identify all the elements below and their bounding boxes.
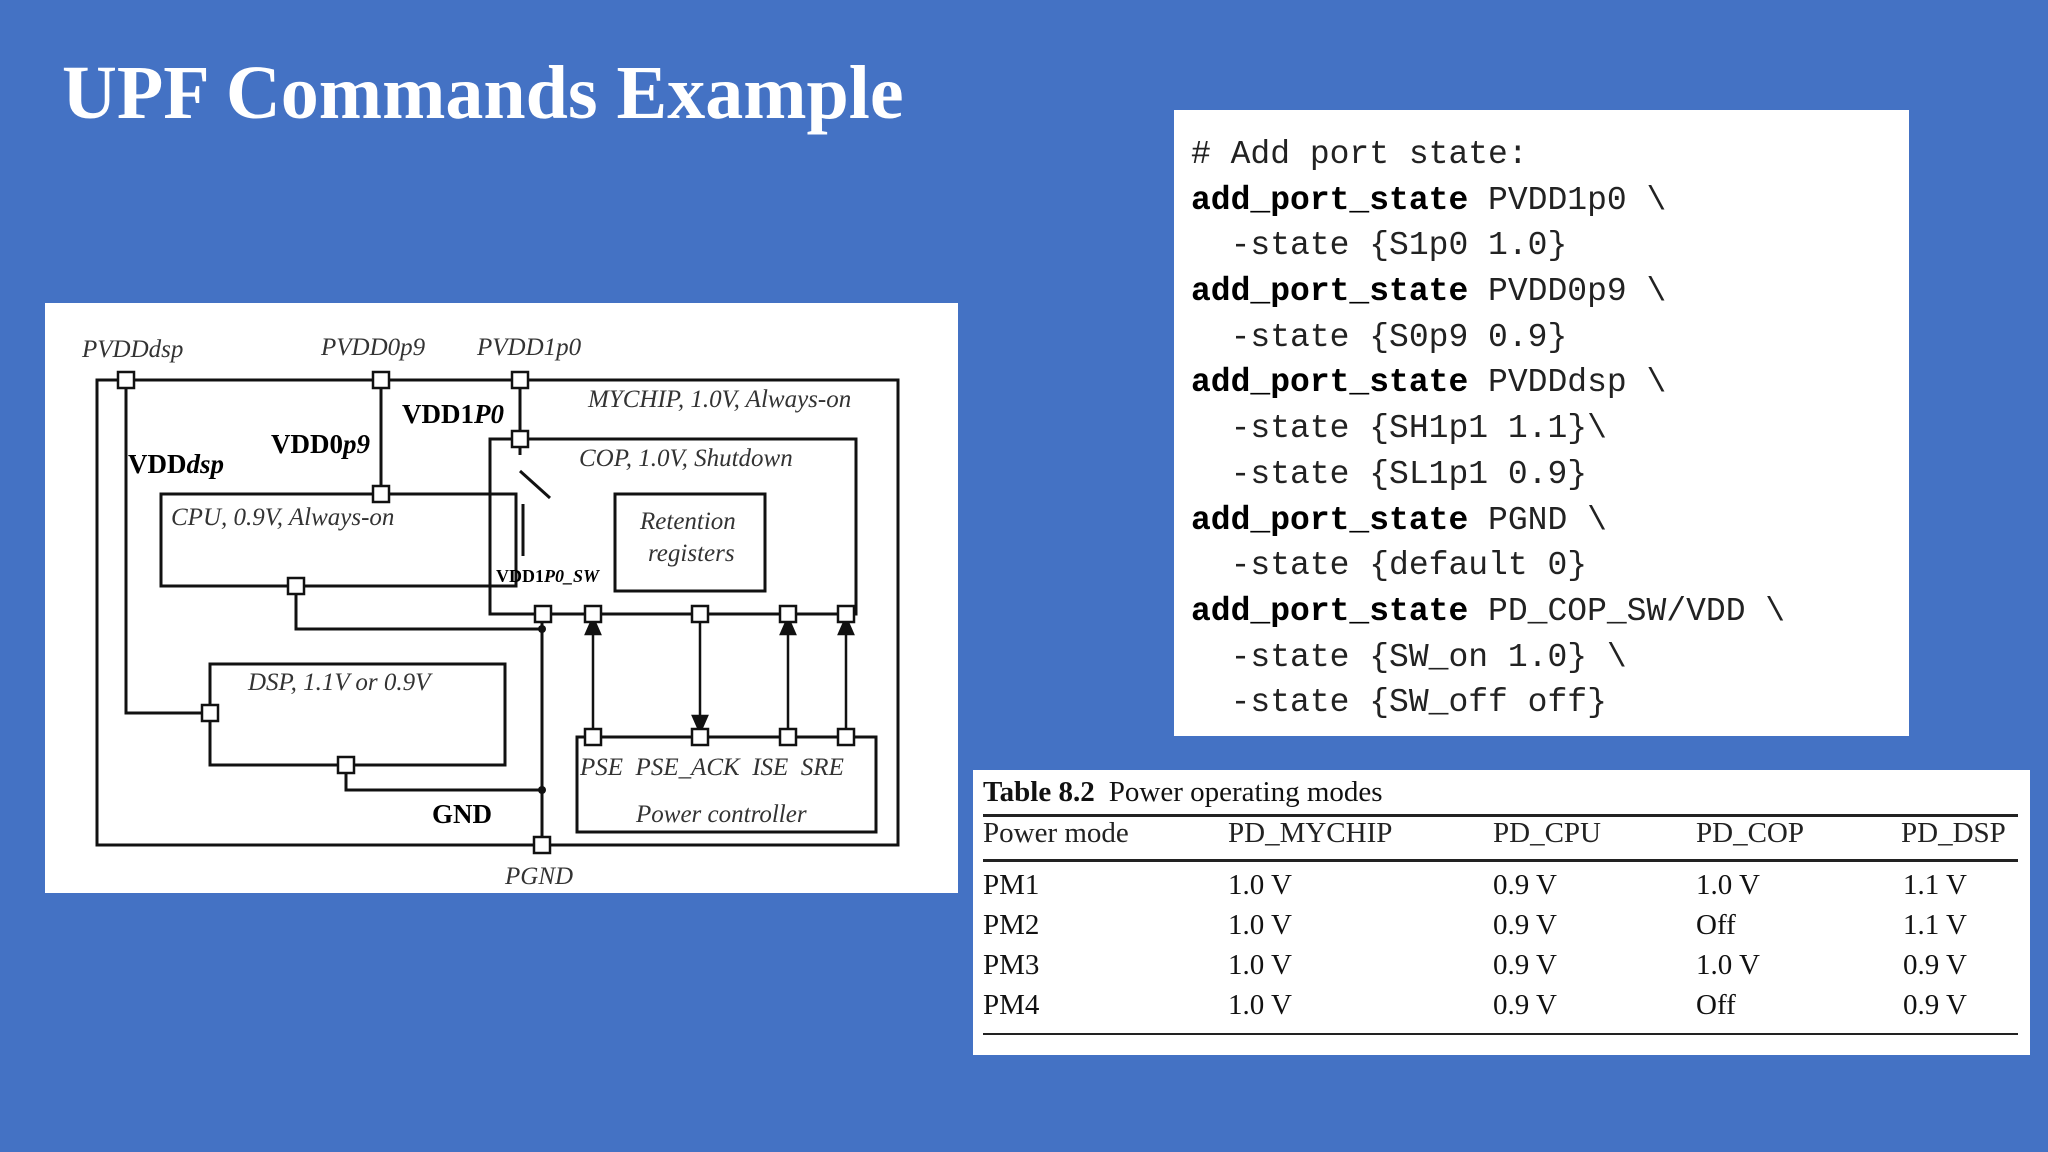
table-header-cell: PD_COP <box>1696 817 1804 849</box>
table-caption: Table 8.2 Power operating modes <box>983 776 1383 809</box>
table-row: PM2 1.0 V 0.9 V Off 1.1 V <box>973 909 2030 949</box>
power-diagram: PVDDdsp PVDD0p9 PVDD1p0 PGND MYCHIP, 1.0… <box>45 303 958 893</box>
slide-title: UPF Commands Example <box>62 51 904 135</box>
table-header-rule <box>983 859 2018 862</box>
code-line: -state {default 0} <box>1191 547 1588 585</box>
code-line: -state {SL1p1 0.9} <box>1191 455 1588 493</box>
table-cell: PM2 <box>983 909 1040 941</box>
port-label-pvdddsp: PVDDdsp <box>81 336 183 363</box>
table-caption-number: Table 8.2 <box>983 776 1095 808</box>
code-line: -state {SW_on 1.0} \ <box>1191 638 1627 676</box>
table-cell: Off <box>1696 989 1736 1021</box>
table-cell: 1.0 V <box>1228 949 1292 981</box>
table-cell: 0.9 V <box>1493 869 1557 901</box>
code-line: -state {SW_off off} <box>1191 684 1607 722</box>
table-cell: 1.0 V <box>1228 909 1292 941</box>
table-header-cell: PD_MYCHIP <box>1228 817 1393 849</box>
table-cell: PM4 <box>983 989 1040 1021</box>
table-cell: 1.1 V <box>1903 909 1967 941</box>
retention-box <box>613 492 767 593</box>
table-cell: 0.9 V <box>1903 989 1967 1021</box>
table-row: PM1 1.0 V 0.9 V 1.0 V 1.1 V <box>973 869 2030 909</box>
code-line: add_port_state PGND \ <box>1191 501 1607 539</box>
code-line: -state {S0p9 0.9} <box>1191 318 1568 356</box>
table-cell: 1.0 V <box>1696 869 1760 901</box>
table-cell: 0.9 V <box>1493 949 1557 981</box>
table-cell: PM3 <box>983 949 1040 981</box>
table-cell: PM1 <box>983 869 1040 901</box>
code-line: -state {SH1p1 1.1}\ <box>1191 410 1607 448</box>
code-line: add_port_state PD_COP_SW/VDD \ <box>1191 592 1786 630</box>
table-header-cell: PD_DSP <box>1901 817 2006 849</box>
table-header-cell: PD_CPU <box>1493 817 1601 849</box>
net-label-vdd1p0: VDD1P0 <box>402 399 504 429</box>
junctions <box>538 625 546 794</box>
code-line: -state {S1p0 1.0} <box>1191 227 1568 265</box>
table-top-rule <box>983 814 2018 817</box>
upf-code-panel: # Add port state: add_port_state PVDD1p0… <box>1174 110 1909 736</box>
table-cell: 1.1 V <box>1903 869 1967 901</box>
code-line: add_port_state PVDDdsp \ <box>1191 364 1667 402</box>
table-cell: 1.0 V <box>1696 949 1760 981</box>
table-cell: 1.0 V <box>1228 869 1292 901</box>
power-diagram-svg: PVDDdsp PVDD0p9 PVDD1p0 PGND MYCHIP, 1.0… <box>81 334 900 890</box>
table-row: PM3 1.0 V 0.9 V 1.0 V 0.9 V <box>973 949 2030 989</box>
cop-box <box>488 437 858 616</box>
table-caption-text: Power operating modes <box>1108 776 1383 808</box>
dsp-label: DSP, 1.1V or 0.9V <box>247 669 433 696</box>
cpu-box <box>159 492 518 588</box>
cpu-label: CPU, 0.9V, Always-on <box>171 504 394 531</box>
code-line: add_port_state PVDD0p9 \ <box>1191 273 1667 311</box>
table-cell: Off <box>1696 909 1736 941</box>
retention-label-1: Retention <box>639 508 736 535</box>
retention-label-2: registers <box>648 540 735 567</box>
mychip-label: MYCHIP, 1.0V, Always-on <box>587 386 851 413</box>
table-bottom-rule <box>983 1033 2018 1035</box>
table-cell: 0.9 V <box>1493 909 1557 941</box>
port-label-pvdd1p0: PVDD1p0 <box>476 334 582 361</box>
table-cell: 0.9 V <box>1903 949 1967 981</box>
port-label-pgnd: PGND <box>504 863 573 890</box>
table-row: PM4 1.0 V 0.9 V Off 0.9 V <box>973 989 2030 1029</box>
code-line: add_port_state PVDD1p0 \ <box>1191 181 1667 219</box>
mychip-box <box>95 378 900 847</box>
cop-label: COP, 1.0V, Shutdown <box>579 445 793 472</box>
table-header-row: Power mode PD_MYCHIP PD_CPU PD_COP PD_DS… <box>973 817 2030 857</box>
net-label-gnd: GND <box>432 799 492 829</box>
port-label-pvdd0p9: PVDD0p9 <box>320 334 426 361</box>
table-header-cell: Power mode <box>983 817 1129 849</box>
table-cell: 1.0 V <box>1228 989 1292 1021</box>
net-label-vdd1p0-sw: VDD1P0_SW <box>496 566 601 586</box>
power-controller-signals: PSE PSE_ACK ISE SRE <box>579 754 844 781</box>
net-label-vdddsp: VDDdsp <box>128 449 224 479</box>
code-line: # Add port state: <box>1191 136 1528 173</box>
power-modes-table: Table 8.2 Power operating modes Power mod… <box>973 770 2030 1055</box>
power-controller-label: Power controller <box>635 801 807 828</box>
wires <box>124 380 552 845</box>
control-arrows <box>584 614 855 737</box>
table-cell: 0.9 V <box>1493 989 1557 1021</box>
power-controller-box <box>575 735 878 834</box>
ports <box>116 370 856 855</box>
net-label-vdd0p9: VDD0p9 <box>271 429 371 459</box>
